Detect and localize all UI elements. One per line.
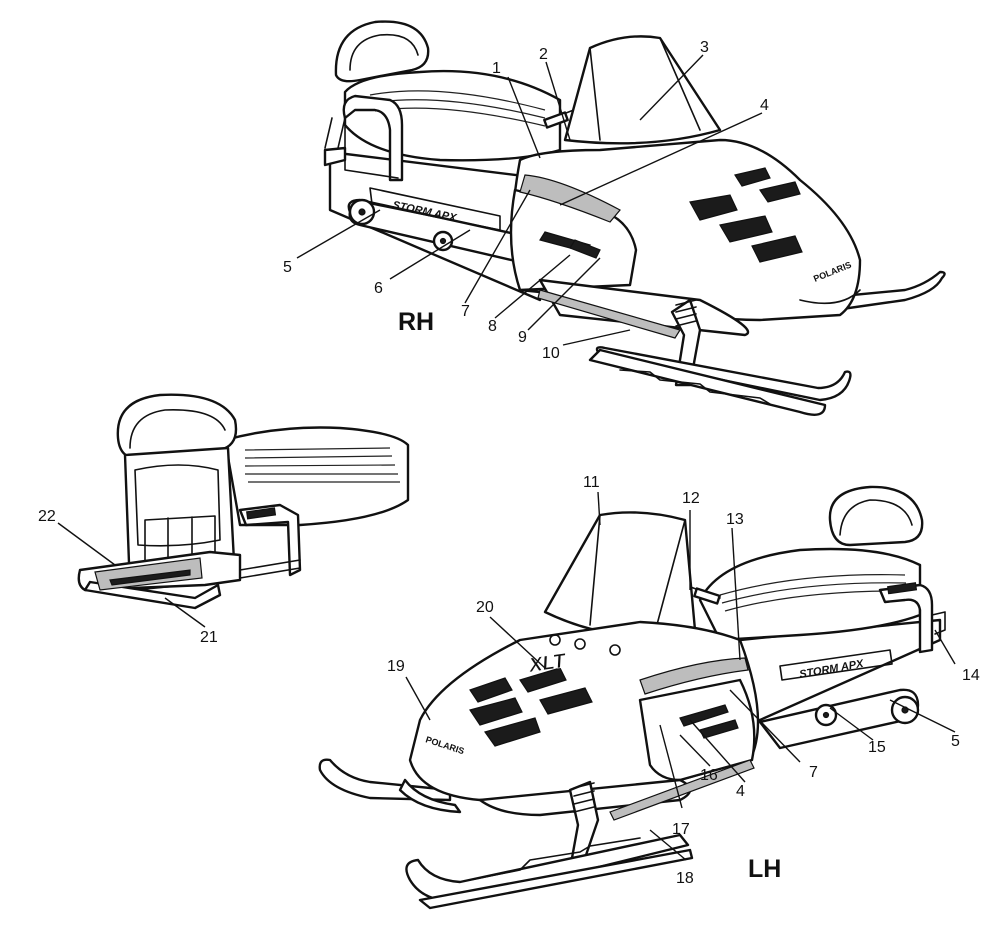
seat-assembly (77, 393, 410, 610)
rh-rear-bag (344, 124, 399, 179)
lh-gauge-2 (574, 638, 586, 650)
rh-bumper (324, 117, 346, 149)
rh-side-decal-panel (369, 187, 501, 231)
callout-5b: 5 (951, 733, 960, 750)
callout-12: 12 (682, 490, 700, 507)
callout-9: 9 (518, 329, 527, 346)
lh-hood-vents (469, 667, 593, 747)
callout-7a: 7 (461, 303, 470, 320)
callout-18: 18 (676, 870, 694, 887)
callout-4b: 4 (736, 783, 745, 800)
lh-gauge-3 (609, 644, 621, 656)
callout-6: 6 (374, 280, 383, 297)
callout-8: 8 (488, 318, 497, 335)
rh-handle-grip (543, 111, 569, 129)
lh-backrest-inner (839, 499, 913, 536)
seat-handle-strap (246, 507, 277, 520)
lh-windshield-edge (589, 514, 686, 633)
callout-11: 11 (583, 474, 600, 491)
lh-backrest (828, 485, 924, 547)
lh-front-bumper (398, 778, 462, 814)
rh-mid-wheel-hub (439, 237, 447, 245)
callout-16: 16 (700, 767, 718, 784)
lh-windshield (543, 511, 697, 638)
callout-20: 20 (476, 599, 494, 616)
callout-15: 15 (868, 739, 886, 756)
rh-near-ski-pattern (619, 369, 771, 405)
seat-back-pad (134, 464, 221, 547)
callout-4a: 4 (760, 97, 769, 114)
callout-14: 14 (962, 667, 980, 684)
lh-seat (698, 547, 922, 642)
seat-bumper-tube (83, 580, 222, 610)
snowmobile-lh: STORM APX XLT (318, 485, 946, 910)
rh-hood-vents (689, 167, 803, 263)
label-lh: LH (748, 855, 781, 883)
callout-19: 19 (387, 658, 405, 675)
lh-gauge-1 (549, 634, 561, 646)
label-rh: RH (398, 308, 434, 336)
lh-side-decal-panel (779, 649, 893, 681)
rh-windshield-edge (589, 37, 701, 141)
rh-front-bumper (799, 289, 861, 305)
rh-spring (675, 299, 697, 327)
lh-spring (573, 782, 595, 813)
lh-grab-bar (878, 583, 934, 654)
lh-dash-decal (639, 657, 749, 695)
seat-rear-decal-stripe (109, 569, 191, 586)
seat-side-rail (239, 559, 301, 579)
rh-rear-idler-hub (358, 208, 366, 216)
callout-17: 17 (672, 821, 690, 838)
rh-dash-decal (519, 174, 621, 223)
snowmobile-rh: STORM APX POLARIS (323, 20, 946, 416)
callout-22: 22 (38, 508, 56, 525)
rh-panel-vent-2 (569, 239, 601, 259)
callout-21: 21 (200, 629, 218, 646)
lh-near-ski-blade (418, 848, 694, 910)
callout-1: 1 (492, 60, 501, 77)
lh-near-ski-pattern (469, 837, 641, 881)
callout-5a: 5 (283, 259, 292, 276)
callout-3: 3 (700, 39, 709, 56)
rh-grab-bar (342, 94, 404, 182)
lh-panel-vent-1 (679, 704, 729, 727)
rh-near-ski (595, 346, 852, 402)
rh-near-ski-blade (588, 348, 827, 416)
lh-grab-strap (887, 582, 918, 595)
callout-numbers: 1 2 3 4 5 6 7 8 9 10 11 12 13 14 15 5 4 … (38, 39, 980, 887)
lh-handle-grip (693, 587, 721, 605)
rh-backrest-inner (349, 33, 419, 71)
seat-cushion-pleats (244, 447, 400, 483)
lh-mid-wheel-hub (822, 711, 830, 719)
callout-10: 10 (542, 345, 560, 362)
lh-far-ski (318, 758, 452, 802)
callout-13: 13 (726, 511, 744, 528)
rh-running-board-decal (537, 289, 681, 339)
rh-seat (343, 69, 562, 162)
leader-lines (57, 54, 956, 861)
lh-running-board-decal (609, 759, 755, 821)
rh-backrest (334, 20, 430, 83)
seat-grab-handle (238, 503, 302, 577)
seat-backrest-inner (129, 409, 226, 449)
callout-2: 2 (539, 46, 548, 63)
rh-windshield (563, 35, 722, 145)
callout-7b: 7 (809, 764, 818, 781)
seat-cushion (223, 426, 410, 527)
lh-rear-bumper (931, 611, 946, 635)
